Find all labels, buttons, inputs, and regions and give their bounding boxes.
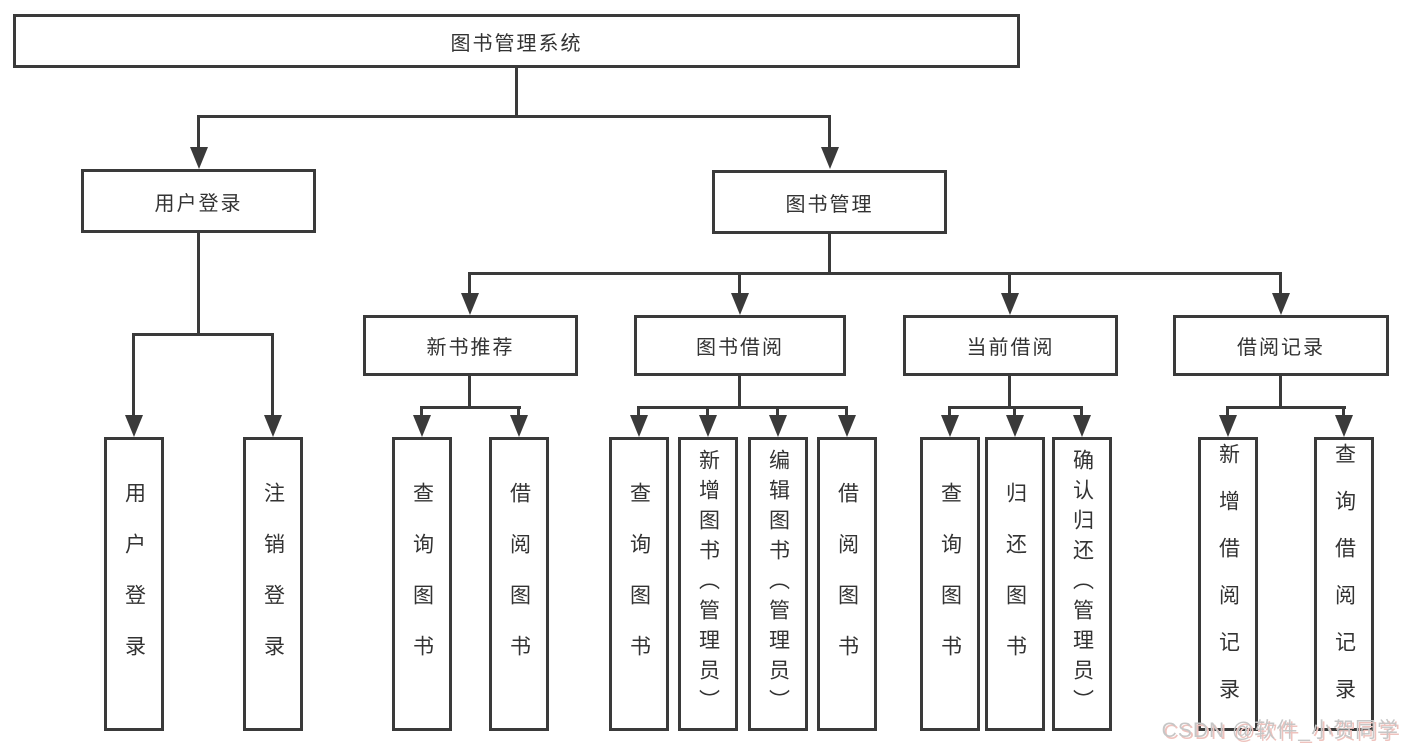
node-borrowing-borrow-books-label: 借阅图书	[835, 482, 859, 686]
node-user-login-branch-label: 用户登录	[154, 192, 243, 215]
connector-line	[468, 272, 1282, 275]
arrow-down-icon	[264, 415, 282, 437]
node-book-management-label: 图书管理	[785, 193, 874, 216]
connector-line	[637, 406, 848, 409]
connector-line	[468, 272, 471, 297]
node-current-query-books: 查询图书	[920, 437, 980, 731]
connector-line	[1080, 406, 1083, 418]
node-records-add-borrow-record-label: 新增借阅记录	[1216, 443, 1240, 725]
node-borrowing-records: 借阅记录	[1173, 315, 1389, 376]
node-borrowing-records-label: 借阅记录	[1237, 337, 1325, 359]
connector-line	[828, 115, 831, 150]
node-borrowing-add-books-admin-label: 新增图书（管理员）	[696, 449, 720, 719]
node-borrowing-add-books-admin: 新增图书（管理员）	[678, 437, 738, 731]
node-book-borrowing: 图书借阅	[634, 315, 846, 376]
connector-line	[197, 115, 831, 118]
node-current-borrowing: 当前借阅	[903, 315, 1118, 376]
connector-line	[706, 406, 709, 418]
arrow-down-icon	[190, 147, 208, 169]
connector-line	[1226, 406, 1346, 409]
connector-line	[1279, 376, 1282, 409]
node-borrowing-edit-books-admin-label: 编辑图书（管理员）	[766, 449, 790, 719]
arrow-down-icon	[630, 415, 648, 437]
connector-line	[132, 333, 274, 336]
node-current-borrowing-label: 当前借阅	[966, 337, 1055, 359]
connector-line	[738, 376, 741, 409]
node-current-return-books: 归还图书	[985, 437, 1045, 731]
arrow-down-icon	[1335, 415, 1353, 437]
node-book-borrowing-label: 图书借阅	[696, 337, 784, 359]
node-borrowing-query-books: 查询图书	[609, 437, 669, 731]
node-recommend-borrow-books-label: 借阅图书	[507, 482, 531, 686]
node-current-confirm-return-admin-label: 确认归还（管理员）	[1070, 449, 1094, 719]
connector-line	[1342, 406, 1345, 418]
node-recommend-borrow-books: 借阅图书	[489, 437, 549, 731]
arrow-down-icon	[769, 415, 787, 437]
arrow-down-icon	[413, 415, 431, 437]
connector-line	[637, 406, 640, 418]
node-records-add-borrow-record: 新增借阅记录	[1198, 437, 1258, 731]
arrow-down-icon	[125, 415, 143, 437]
node-current-return-books-label: 归还图书	[1003, 482, 1027, 686]
arrow-down-icon	[1006, 415, 1024, 437]
arrow-down-icon	[1272, 293, 1290, 315]
node-records-query-borrow-record: 查询借阅记录	[1314, 437, 1374, 731]
node-user-login-branch: 用户登录	[81, 169, 316, 233]
connector-line	[845, 406, 848, 418]
arrow-down-icon	[699, 415, 717, 437]
arrow-down-icon	[838, 415, 856, 437]
node-user-login-leaf: 用户登录	[104, 437, 164, 731]
connector-line	[828, 234, 831, 275]
node-library-management-system: 图书管理系统	[13, 14, 1020, 68]
arrow-down-icon	[1073, 415, 1091, 437]
connector-line	[1008, 272, 1011, 297]
connector-line	[776, 406, 779, 418]
connector-line	[197, 233, 200, 336]
connector-line	[738, 272, 741, 297]
connector-line	[1279, 272, 1282, 297]
connector-line	[132, 333, 135, 417]
arrow-down-icon	[461, 293, 479, 315]
node-logout-leaf: 注销登录	[243, 437, 303, 731]
node-recommend-query-books-label: 查询图书	[410, 482, 434, 686]
arrow-down-icon	[510, 415, 528, 437]
csdn-watermark: CSDN @软件_小贺同学	[1161, 719, 1399, 742]
node-borrowing-query-books-label: 查询图书	[627, 482, 651, 686]
node-user-login-leaf-label: 用户登录	[122, 482, 146, 686]
arrow-down-icon	[821, 147, 839, 169]
arrow-down-icon	[1219, 415, 1237, 437]
node-logout-leaf-label: 注销登录	[261, 482, 285, 686]
arrow-down-icon	[1001, 293, 1019, 315]
node-new-book-recommend: 新书推荐	[363, 315, 578, 376]
connector-line	[1013, 406, 1016, 418]
connector-line	[1226, 406, 1229, 418]
node-current-confirm-return-admin: 确认归还（管理员）	[1052, 437, 1112, 731]
connector-line	[420, 406, 423, 418]
node-records-query-borrow-record-label: 查询借阅记录	[1332, 443, 1356, 725]
connector-line	[271, 333, 274, 417]
connector-line	[517, 406, 520, 418]
node-borrowing-borrow-books: 借阅图书	[817, 437, 877, 731]
connector-line	[948, 406, 951, 418]
node-borrowing-edit-books-admin: 编辑图书（管理员）	[748, 437, 808, 731]
connector-line	[420, 406, 521, 409]
node-new-book-recommend-label: 新书推荐	[426, 337, 515, 359]
node-library-management-system-label: 图书管理系统	[450, 32, 583, 55]
connector-line	[468, 376, 471, 409]
arrow-down-icon	[731, 293, 749, 315]
connector-line	[197, 115, 200, 150]
node-recommend-query-books: 查询图书	[392, 437, 452, 731]
connector-line	[515, 68, 518, 118]
arrow-down-icon	[941, 415, 959, 437]
connector-line	[1008, 376, 1011, 409]
node-current-query-books-label: 查询图书	[938, 482, 962, 686]
node-book-management: 图书管理	[712, 170, 947, 234]
